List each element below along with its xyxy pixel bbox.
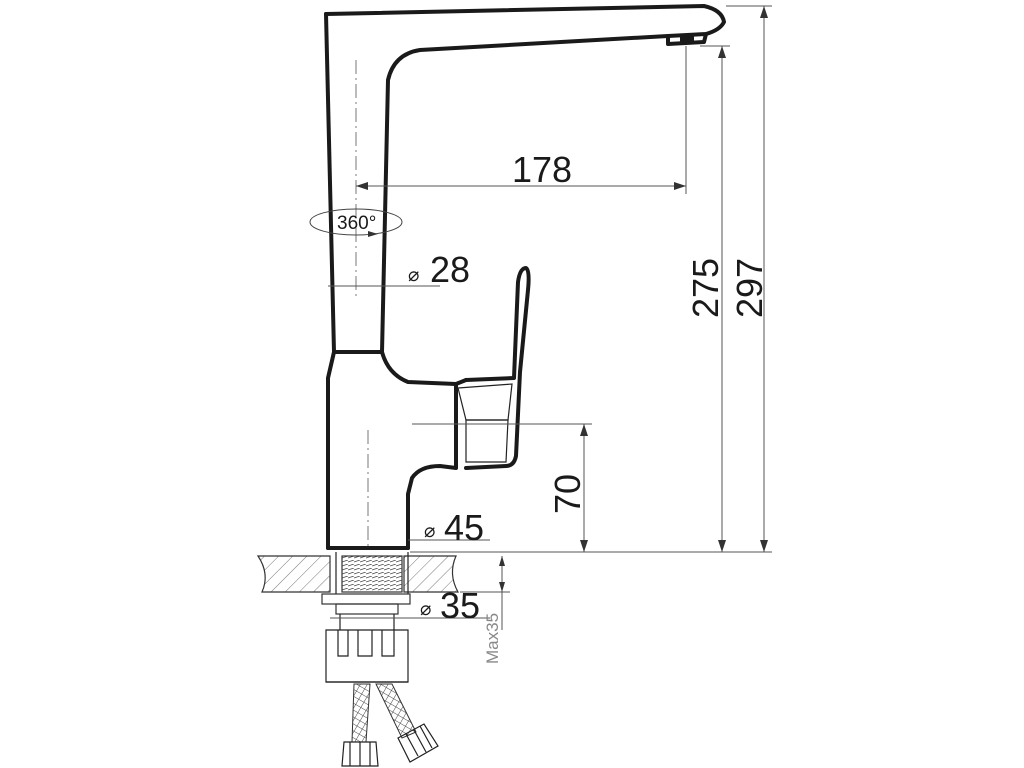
hose-left [351, 683, 371, 743]
arrow-275-top [718, 46, 726, 58]
hose-left-nut [341, 741, 379, 767]
label-70: 70 [547, 474, 588, 514]
hose-right [375, 683, 417, 739]
countertop-left [256, 555, 331, 593]
spout-outline [324, 4, 726, 386]
arrow-275-bottom [718, 540, 726, 552]
arrow-297-top [760, 6, 768, 18]
arrow-70-bottom [580, 540, 588, 552]
label-diameter-28-symbol: ⌀ [408, 265, 419, 286]
arrow-max35-top [499, 556, 505, 566]
label-diameter-45-symbol: ⌀ [424, 521, 435, 542]
fixing-nut-slots [337, 630, 395, 657]
rotation-arrow [368, 231, 378, 237]
label-275: 275 [685, 258, 726, 318]
label-360: 360° [337, 213, 376, 234]
label-35: 35 [440, 585, 480, 626]
mounting-washer [321, 593, 411, 605]
lever-cartridge [406, 382, 458, 550]
arrow-178-right [674, 182, 686, 190]
arrow-70-top [580, 424, 588, 436]
mounting-nut-top [335, 603, 399, 615]
lever-inner [457, 383, 513, 421]
label-297: 297 [729, 258, 770, 318]
lever-inner-2 [465, 419, 509, 463]
label-diameter-35-symbol: ⌀ [420, 599, 431, 620]
label-28: 28 [430, 249, 470, 290]
rotation-ellipse [309, 208, 403, 236]
threaded-shank [341, 555, 403, 593]
arrow-178-left [356, 182, 368, 190]
label-178: 178 [512, 149, 572, 190]
countertop-right [403, 555, 460, 593]
pipe-left-outline [324, 12, 336, 550]
arrow-max35-bottom [499, 582, 505, 592]
lever-handle [464, 266, 531, 470]
hose-right-nut [397, 723, 439, 763]
label-45: 45 [444, 507, 484, 548]
aerator-insert [680, 36, 694, 44]
arrow-297-bottom [760, 540, 768, 552]
label-max35: Max35 [483, 613, 502, 664]
